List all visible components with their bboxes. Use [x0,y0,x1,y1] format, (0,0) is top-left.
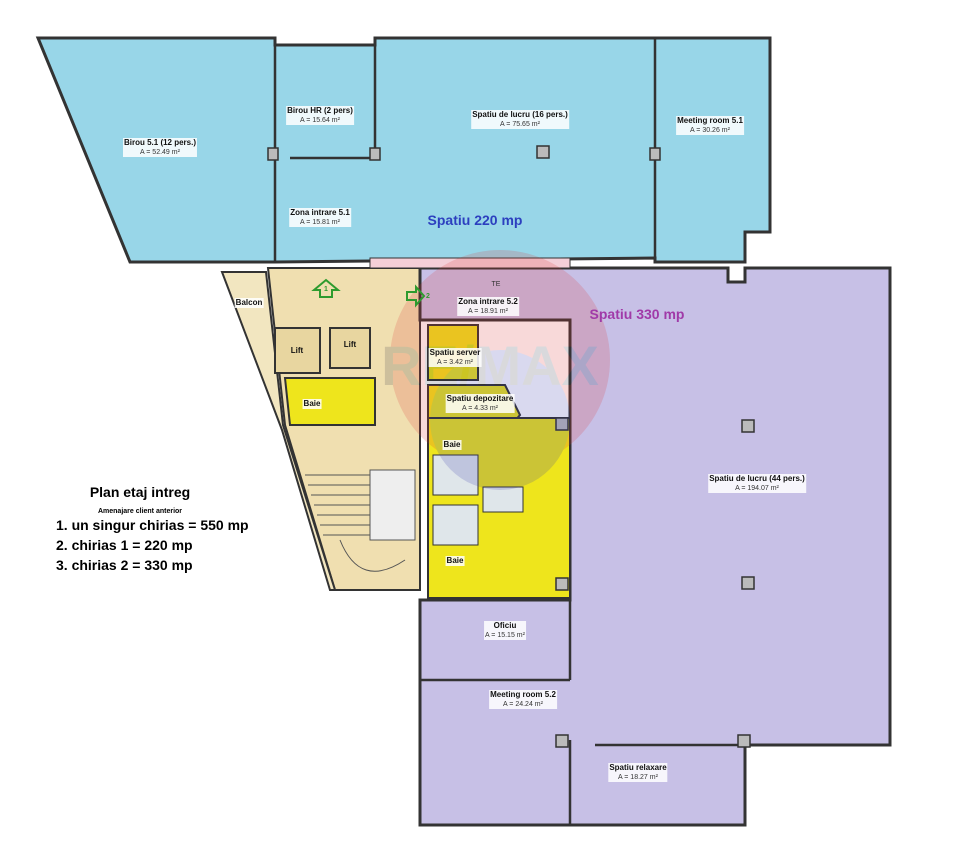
room-area: A = 24.24 m² [489,700,557,709]
tenant1-zone [35,36,772,264]
wc-stalls-1 [432,454,479,496]
lift-label: Lift [343,340,357,349]
room-name: Zona intrare 5.2 [457,297,519,307]
bathroom-label: Baie [442,440,462,450]
staircase [305,469,416,572]
room-area: A = 15.64 m² [286,116,354,125]
entry-1-label: 1 [324,286,328,293]
remax-watermark-logo: RE/MAX [381,250,610,490]
room-area: A = 15.15 m² [484,631,526,640]
room-area: A = 18.27 m² [608,773,668,782]
electrical-panel-label: TE [491,281,501,288]
lift-label: Lift [290,346,304,355]
room-name: Spatiu de lucru (44 pers.) [708,474,806,484]
room-area: A = 52.49 m² [122,148,198,157]
core-bathroom [283,377,376,426]
legend-subtitle: Amenajare client anterior [97,508,183,515]
room-area: A = 18.91 m² [457,307,519,316]
legend-line: 3. chirias 2 = 330 mp [56,557,193,573]
room-area: A = 4.33 m² [445,404,515,413]
legend-line: 1. un singur chirias = 550 mp [56,517,249,533]
balcony-zone [220,271,337,591]
room-area: A = 30.26 m² [676,126,744,135]
entry-2-label: 2 [426,293,430,300]
legend: Plan etaj intreg Amenajare client anteri… [40,484,300,575]
bathroom-label: Baie [445,556,465,566]
room-label: Birou 5.1 (12 pers.)A = 52.49 m² [122,138,198,157]
columns [267,145,755,748]
room-name: Birou 5.1 (12 pers.) [122,138,198,148]
room-name: Spatiu depozitare [445,394,515,404]
room-label: Spatiu de lucru (16 pers.)A = 75.65 m² [471,110,569,129]
room-label: Spatiu de lucru (44 pers.)A = 194.07 m² [708,474,806,493]
room-area: A = 194.07 m² [708,484,806,493]
wc-stalls-2 [432,504,479,546]
room-name: Meeting room 5.2 [489,690,557,700]
room-name: Birou HR (2 pers) [286,106,354,116]
room-name: Spatiu relaxare [608,763,668,773]
lift-1 [274,327,321,374]
room-area: A = 3.42 m² [428,358,482,367]
room-name: Spatiu de lucru (16 pers.) [471,110,569,120]
urinals [482,486,524,513]
entry-arrow-up-icon [311,278,341,298]
entry-arrow-right-icon [406,284,426,308]
room-name: Meeting room 5.1 [676,116,744,126]
bathroom-label: Baie [302,399,322,409]
room-label: Birou HR (2 pers)A = 15.64 m² [286,106,354,125]
room-area: A = 15.81 m² [289,218,351,227]
svg-text:RE/MAX: RE/MAX [381,334,599,397]
tenant2-area-label: Spatiu 330 mp [589,306,685,322]
tenant1-area-label: Spatiu 220 mp [427,212,523,228]
lift-2 [329,327,371,369]
room-area: A = 75.65 m² [471,120,569,129]
corridor-strip [369,257,571,269]
legend-title: Plan etaj intreg [89,484,191,500]
room-name: Zona intrare 5.1 [289,208,351,218]
balcony-label: Balcon [234,298,264,308]
legend-line: 2. chirias 1 = 220 mp [56,537,193,553]
room-name: Spatiu server [428,348,482,358]
room-name: Oficiu [484,621,526,631]
